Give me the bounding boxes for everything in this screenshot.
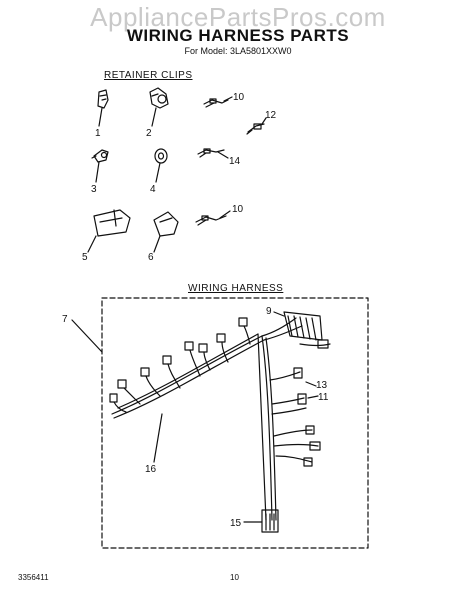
harness-boundary-box bbox=[101, 297, 369, 549]
leader-line-3 bbox=[95, 161, 100, 183]
leader-line-12 bbox=[261, 117, 267, 125]
leader-line-2 bbox=[151, 107, 157, 127]
leader-line-4 bbox=[155, 162, 161, 183]
callout-13: 13 bbox=[316, 380, 328, 391]
leader-line-5 bbox=[87, 235, 97, 253]
clip-part-3[interactable] bbox=[91, 149, 109, 163]
model-label: For Model: 3LA5801XXW0 bbox=[184, 46, 292, 56]
callout-6: 6 bbox=[148, 252, 154, 263]
leader-line-13 bbox=[305, 381, 317, 387]
callout-5: 5 bbox=[82, 252, 88, 263]
callout-10-lower: 10 bbox=[232, 204, 244, 215]
callout-3: 3 bbox=[91, 184, 97, 195]
callout-4: 4 bbox=[150, 184, 156, 195]
callout-1: 1 bbox=[95, 128, 101, 139]
document-number: 3356411 bbox=[18, 573, 49, 582]
callout-16: 16 bbox=[145, 464, 157, 475]
leader-line-1 bbox=[98, 107, 103, 127]
leader-line-10b bbox=[219, 210, 231, 219]
leader-line-9 bbox=[273, 311, 285, 317]
callout-2: 2 bbox=[146, 128, 152, 139]
callout-14: 14 bbox=[229, 156, 241, 167]
clip-part-2[interactable] bbox=[149, 87, 169, 109]
callout-12: 12 bbox=[265, 110, 277, 121]
callout-10-upper: 10 bbox=[233, 92, 245, 103]
page-number: 10 bbox=[230, 573, 239, 582]
callout-15: 15 bbox=[230, 518, 242, 529]
clip-part-4[interactable] bbox=[154, 148, 168, 164]
page-title: WIRING HARNESS PARTS bbox=[126, 26, 350, 45]
clip-part-5[interactable] bbox=[93, 209, 131, 237]
retainer-clips-heading: RETAINER CLIPS bbox=[104, 70, 193, 81]
clip-part-10-upper[interactable] bbox=[203, 98, 229, 108]
callout-7: 7 bbox=[62, 314, 68, 325]
clip-part-14[interactable] bbox=[197, 148, 225, 158]
leader-line-14 bbox=[217, 151, 229, 159]
leader-line-6 bbox=[153, 235, 161, 253]
leader-line-7 bbox=[71, 319, 103, 353]
clip-part-12[interactable] bbox=[246, 123, 265, 135]
watermark: AppliancePartsPros.com bbox=[90, 2, 386, 32]
callout-9: 9 bbox=[266, 306, 272, 317]
wiring-harness-heading: WIRING HARNESS bbox=[188, 283, 284, 294]
wiring-harness-assembly[interactable] bbox=[109, 311, 331, 533]
clip-part-1[interactable] bbox=[97, 89, 109, 109]
clip-part-6[interactable] bbox=[153, 211, 179, 237]
leader-line-16 bbox=[153, 413, 163, 463]
leader-line-10a bbox=[223, 96, 233, 102]
leader-line-11 bbox=[307, 395, 319, 399]
callout-11: 11 bbox=[318, 392, 329, 403]
